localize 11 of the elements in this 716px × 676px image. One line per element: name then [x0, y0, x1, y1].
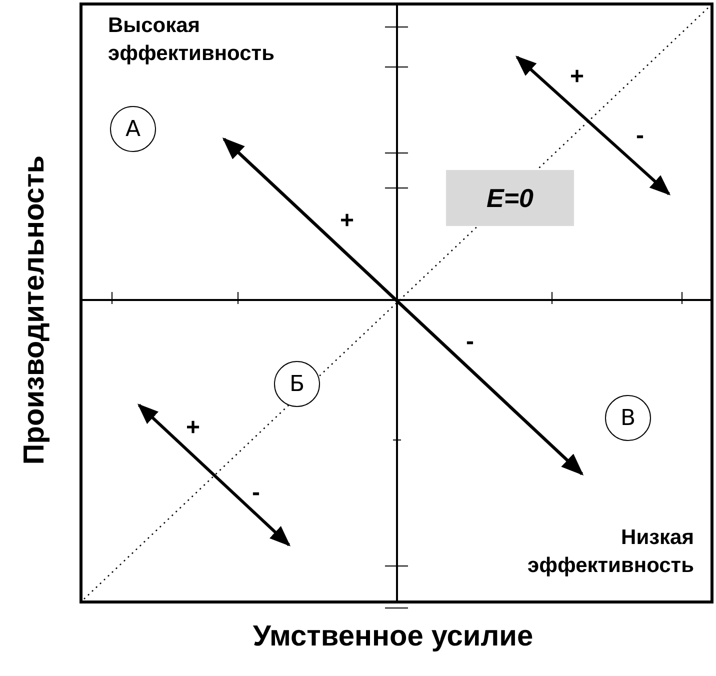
sign-label: - [252, 478, 260, 508]
axis-title: Умственное усилие [252, 619, 534, 654]
sign-label: - [636, 121, 644, 151]
axis-title: Производительность [17, 155, 52, 465]
quadrant-label: Низкая эффективность [526, 525, 694, 579]
quadrant-label: Высокая эффективность [108, 13, 276, 67]
sign-label: - [466, 327, 474, 357]
sign-label: + [570, 62, 584, 92]
sign-label: + [340, 206, 354, 236]
label-box: E=0 [446, 170, 574, 226]
sign-label: + [186, 413, 200, 443]
